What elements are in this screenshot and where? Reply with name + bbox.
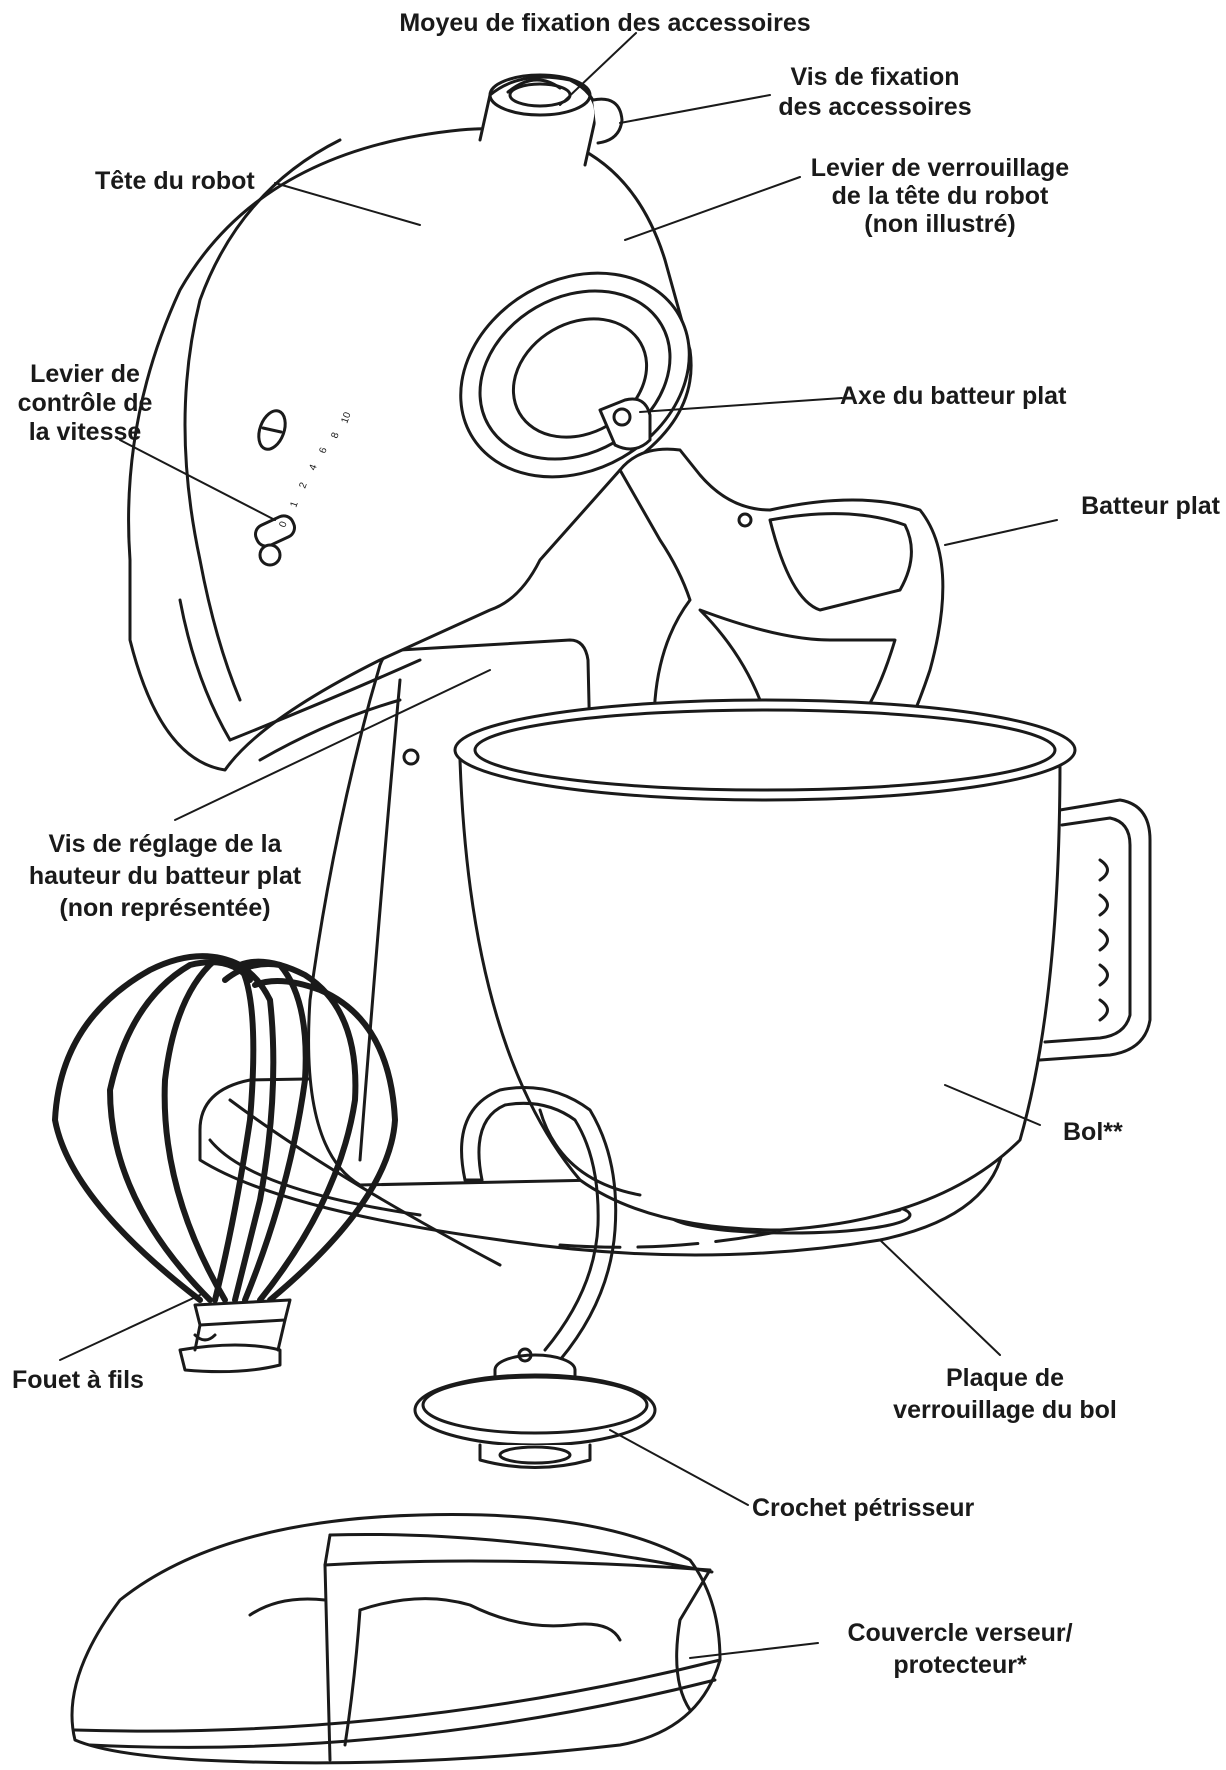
dough-hook-shape xyxy=(413,1086,657,1469)
label-bowl-clamping-plate: Plaque de verrouillage du bol xyxy=(880,1362,1130,1426)
speed-mark: 1 xyxy=(288,500,300,509)
label-speed-control: Levier de contrôle de la vitesse xyxy=(5,360,165,447)
speed-mark: 4 xyxy=(307,463,319,472)
pouring-shield-shape xyxy=(70,1513,722,1765)
speed-mark: 0 xyxy=(277,520,289,529)
label-line: Moyeu de fixation des accessoires xyxy=(399,9,811,37)
label-line: Plaque de xyxy=(945,1364,1065,1392)
label-wire-whip: Fouet à fils xyxy=(12,1365,144,1395)
label-line: Tête du robot xyxy=(95,167,255,195)
label-dough-hook: Crochet pétrisseur xyxy=(752,1493,974,1523)
leader-lines xyxy=(59,32,1058,1659)
label-line: la vitesse xyxy=(28,418,142,446)
label-line: Axe du batteur plat xyxy=(840,382,1067,410)
bowl-shape xyxy=(453,698,1152,1232)
label-motor-head: Tête du robot xyxy=(95,166,255,196)
speed-dial: 0 1 2 4 6 8 10 xyxy=(277,410,353,529)
label-line: des accessoires xyxy=(778,93,972,121)
label-line: (non représentée) xyxy=(59,894,271,922)
label-line: Crochet pétrisseur xyxy=(752,1494,975,1522)
label-line: (non illustré) xyxy=(864,210,1016,238)
speed-mark: 8 xyxy=(329,431,341,440)
label-line: protecteur* xyxy=(893,1651,1027,1679)
speed-mark: 6 xyxy=(317,446,329,455)
label-attachment-hub: Moyeu de fixation des accessoires xyxy=(380,8,830,38)
label-line: Vis de réglage de la xyxy=(48,830,282,858)
label-line: Bol** xyxy=(1063,1118,1123,1146)
label-flat-beater: Batteur plat xyxy=(1000,491,1220,521)
label-attachment-knob: Vis de fixation des accessoires xyxy=(760,62,990,122)
label-line: Levier de verrouillage xyxy=(810,154,1070,182)
label-line: Fouet à fils xyxy=(12,1366,144,1394)
label-line: verrouillage du bol xyxy=(893,1396,1117,1424)
speed-mark: 2 xyxy=(297,481,309,490)
speed-mark: 10 xyxy=(339,410,353,425)
label-height-screw: Vis de réglage de la hauteur du batteur … xyxy=(5,828,325,924)
label-line: Vis de fixation xyxy=(790,63,960,91)
label-head-locking-lever: Levier de verrouillage de la tête du rob… xyxy=(785,154,1095,238)
label-beater-shaft: Axe du batteur plat xyxy=(840,381,1066,411)
label-line: Couvercle verseur/ xyxy=(847,1619,1073,1647)
label-line: hauteur du batteur plat xyxy=(28,862,302,890)
label-pouring-shield: Couvercle verseur/ protecteur* xyxy=(825,1617,1095,1681)
label-line: Batteur plat xyxy=(1081,492,1220,520)
label-line: contrôle de xyxy=(17,389,153,417)
label-line: Levier de xyxy=(30,360,140,388)
wire-whip-shape xyxy=(52,953,398,1303)
label-bowl: Bol** xyxy=(1063,1117,1123,1147)
planetary-unit xyxy=(459,271,691,479)
label-line: de la tête du robot xyxy=(831,182,1049,210)
wire-whip-collar xyxy=(178,1298,292,1374)
